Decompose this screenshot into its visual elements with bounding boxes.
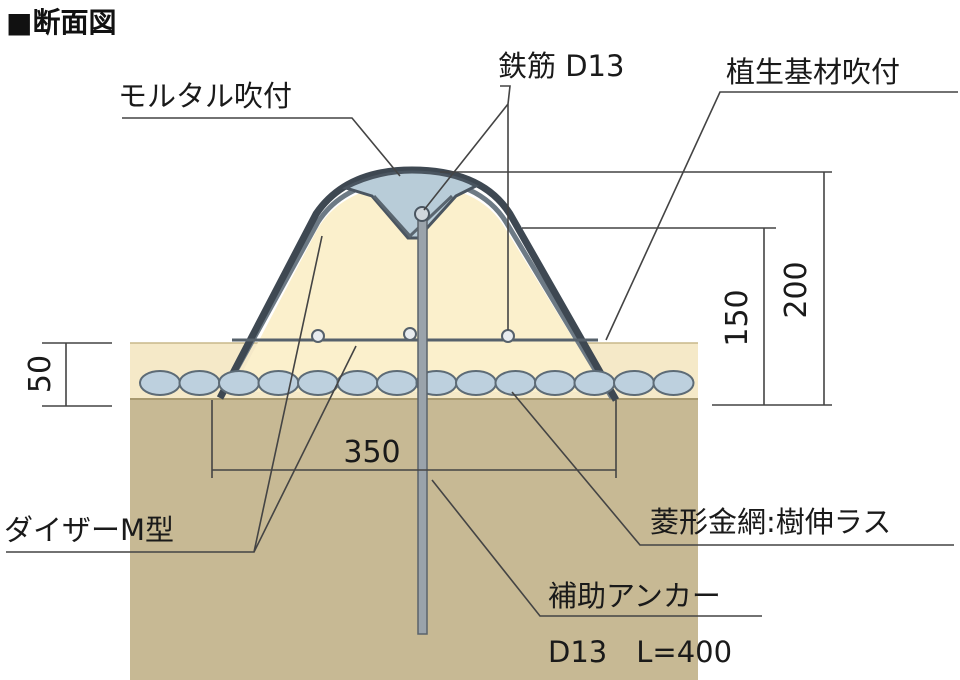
lath-stone bbox=[613, 370, 655, 396]
rebar-node-2 bbox=[403, 327, 417, 341]
label-dyzer: ダイザーM型 bbox=[4, 513, 174, 547]
dyzer-shell-outer bbox=[216, 166, 620, 402]
dim-200-label: 200 bbox=[779, 261, 814, 318]
leader-mortar bbox=[122, 117, 401, 177]
leader-dyzer bbox=[6, 235, 357, 553]
lath-stone bbox=[336, 370, 379, 396]
label-anchor-name: 補助アンカー bbox=[548, 579, 721, 613]
leader-vegetation bbox=[605, 91, 958, 341]
dim-350-label: 350 bbox=[343, 435, 400, 470]
diagram-title: ■断面図 bbox=[6, 6, 116, 39]
lath-stone bbox=[573, 370, 616, 396]
lath-stone bbox=[178, 370, 221, 396]
leader-rebar bbox=[423, 85, 511, 330]
lath-stone bbox=[494, 370, 537, 396]
dim-50-label: 50 bbox=[23, 355, 58, 393]
lath-stone bbox=[376, 370, 418, 396]
lath-stone bbox=[297, 370, 339, 396]
rebar-node-3 bbox=[501, 329, 515, 343]
anchor-rod-head bbox=[414, 206, 430, 222]
lath-stones bbox=[139, 370, 695, 396]
lath-stone bbox=[652, 370, 695, 396]
leader-lath bbox=[511, 391, 954, 546]
label-lath: 菱形金網:樹伸ラス bbox=[650, 505, 891, 539]
mortar-cap-groove bbox=[372, 194, 454, 239]
lath-stone bbox=[218, 370, 260, 396]
label-anchor-spec: D13 L=400 bbox=[548, 635, 732, 669]
lath-stone bbox=[455, 370, 497, 396]
label-rebar: 鉄筋 D13 bbox=[498, 49, 624, 83]
rebar-node-1 bbox=[311, 329, 325, 343]
ground-soil bbox=[130, 398, 698, 680]
mortar-cap bbox=[341, 170, 480, 240]
dim-150-label: 150 bbox=[720, 289, 755, 346]
lath-stone bbox=[139, 370, 181, 396]
lath-stone bbox=[534, 370, 576, 396]
leader-anchor bbox=[431, 479, 762, 617]
label-mortar: モルタル吹付 bbox=[118, 79, 292, 113]
label-vegetation: 植生基材吹付 bbox=[726, 55, 900, 89]
anchor-rod bbox=[417, 209, 428, 635]
